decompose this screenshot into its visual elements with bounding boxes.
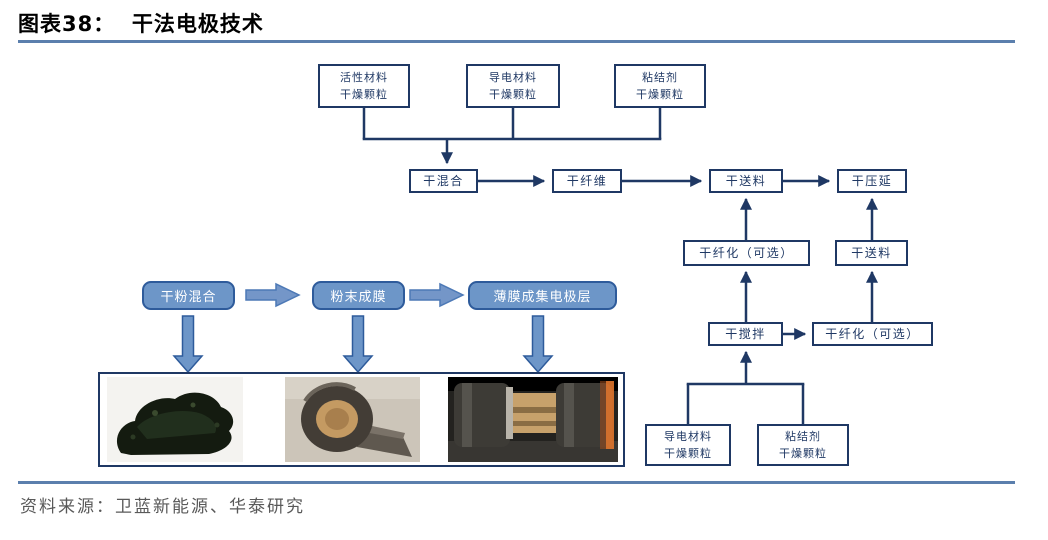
input-box-label: 导电材料 (489, 70, 537, 84)
input-box-binder-2: 粘结剂 干燥颗粒 (757, 424, 849, 466)
step-label: 干压延 (851, 174, 893, 188)
process-label: 干粉混合 (160, 290, 217, 305)
process-box-film-to-electrode-layer: 薄膜成集电极层 (468, 281, 617, 310)
step-label: 干纤维 (566, 174, 608, 188)
step-box-dry-stirring: 干搅拌 (708, 322, 783, 346)
electrode-film-roll-photo (285, 377, 420, 462)
dry-powder-photo (107, 377, 243, 462)
process-label: 薄膜成集电极层 (493, 290, 592, 305)
input-box-label: 粘结剂 (642, 70, 678, 84)
input-box-label: 干燥颗粒 (779, 447, 827, 460)
bottom-divider-rule (18, 481, 1015, 484)
input-box-label: 干燥颗粒 (636, 88, 684, 101)
input-box-conductive-material-2: 导电材料 干燥颗粒 (645, 424, 731, 466)
input-box-label: 干燥颗粒 (489, 88, 537, 101)
input-box-label: 干燥颗粒 (340, 88, 388, 101)
figure-title: 图表38： 干法电极技术 (18, 12, 264, 36)
step-box-dry-mixing: 干混合 (409, 169, 478, 193)
top-divider-rule (18, 40, 1015, 43)
input-box-label: 活性材料 (340, 70, 388, 84)
calender-machine-photo (448, 377, 618, 462)
process-box-powder-film-forming: 粉末成膜 (312, 281, 405, 310)
step-label: 干混合 (423, 174, 464, 188)
step-box-dry-feeding-2: 干送料 (835, 240, 908, 266)
input-box-label: 导电材料 (664, 429, 712, 443)
step-label: 干纤化（可选） (825, 327, 920, 341)
step-box-dry-fibrillation-optional: 干纤化（可选） (683, 240, 810, 266)
process-box-dry-powder-mixing: 干粉混合 (142, 281, 235, 310)
step-box-dry-fiber: 干纤维 (552, 169, 622, 193)
input-box-label: 干燥颗粒 (664, 447, 712, 460)
step-box-dry-calendering: 干压延 (837, 169, 907, 193)
step-label: 干送料 (851, 246, 892, 260)
input-box-active-material: 活性材料 干燥颗粒 (318, 64, 410, 108)
input-box-label: 粘结剂 (785, 429, 821, 443)
step-label: 干纤化（可选） (699, 246, 794, 260)
big-down-arrow-icon (172, 315, 554, 374)
step-label: 干送料 (725, 174, 767, 188)
input-box-binder: 粘结剂 干燥颗粒 (614, 64, 706, 108)
step-label: 干搅拌 (725, 327, 766, 341)
step-box-dry-fibrillation-optional-2: 干纤化（可选） (812, 322, 933, 346)
process-label: 粉末成膜 (330, 290, 387, 305)
input-box-conductive-material: 导电材料 干燥颗粒 (466, 64, 560, 108)
source-note: 资料来源：卫蓝新能源、华泰研究 (20, 497, 305, 517)
step-box-dry-feeding: 干送料 (709, 169, 783, 193)
